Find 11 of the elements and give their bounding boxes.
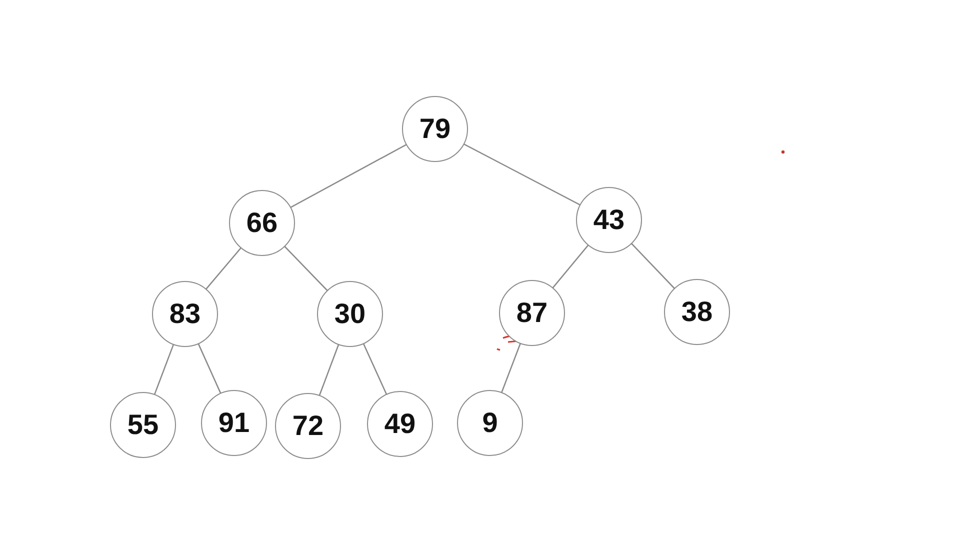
tree-edge (630, 242, 676, 290)
tree-edge (318, 344, 340, 396)
tree-edge (290, 144, 408, 208)
tree-edge (500, 342, 522, 394)
tree-edge (362, 342, 388, 396)
tree-edge (154, 344, 174, 396)
tree-edge (205, 247, 242, 290)
tree-edge (463, 143, 581, 206)
tree-edge (552, 244, 590, 289)
tree-edge (284, 246, 328, 292)
tree-edge (198, 342, 222, 394)
